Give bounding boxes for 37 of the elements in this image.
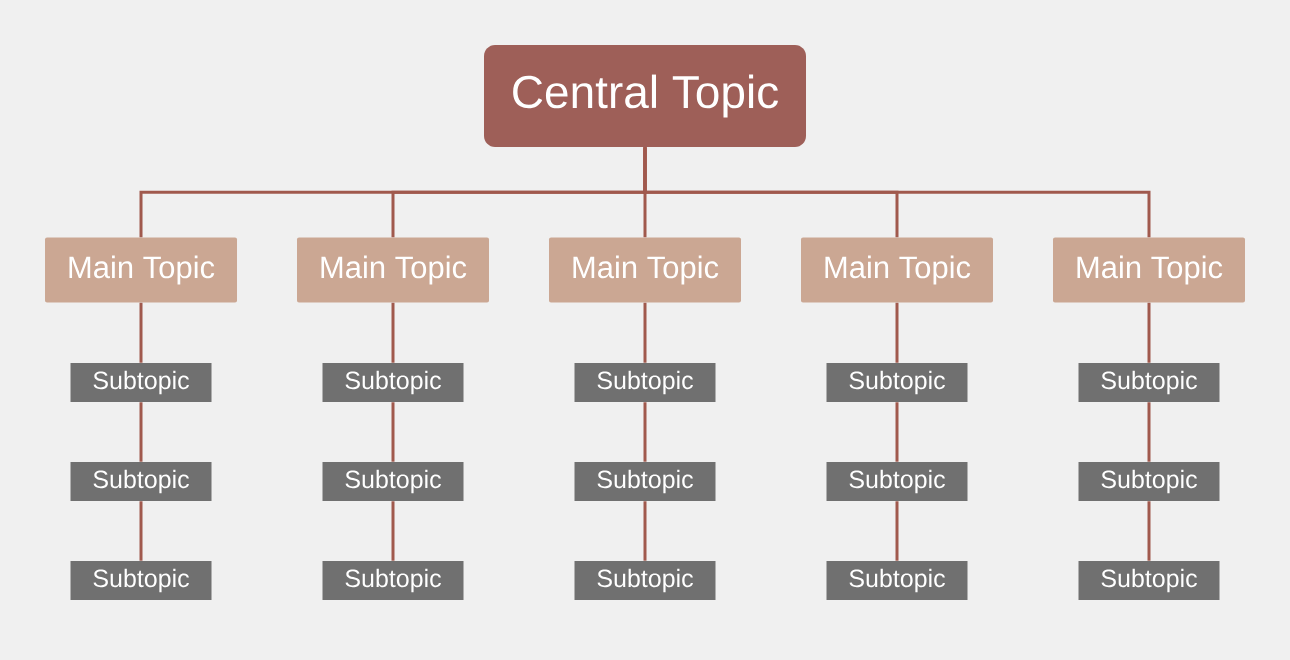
subtopic-box: Subtopic: [1078, 462, 1220, 501]
subtopic-box: Subtopic: [322, 462, 464, 501]
main-topic-box: Main Topic: [801, 237, 993, 303]
subtopic-box: Subtopic: [574, 462, 716, 501]
connector-line: [139, 402, 143, 462]
main-topic-box: Main Topic: [1053, 237, 1245, 303]
subtopic-box: Subtopic: [322, 561, 464, 600]
connector-line: [643, 302, 647, 363]
main-topic-box: Main Topic: [549, 237, 741, 303]
subtopic-box: Subtopic: [70, 363, 212, 402]
subtopic-box: Subtopic: [70, 561, 212, 600]
subtopic-box: Subtopic: [826, 363, 968, 402]
subtopic-box: Subtopic: [574, 363, 716, 402]
connector-line: [895, 402, 899, 462]
connector-line: [1147, 302, 1151, 363]
subtopic-box: Subtopic: [1078, 363, 1220, 402]
subtopic-box: Subtopic: [574, 561, 716, 600]
subtopic-box: Subtopic: [1078, 561, 1220, 600]
connector-line: [895, 501, 899, 561]
connector-line: [139, 501, 143, 561]
connector-line: [643, 501, 647, 561]
connector-line: [391, 501, 395, 561]
connector-line: [139, 302, 143, 363]
main-topic-box: Main Topic: [45, 237, 237, 303]
connector-line: [1147, 402, 1151, 462]
central-topic-box: Central Topic: [484, 45, 806, 147]
subtopic-box: Subtopic: [826, 561, 968, 600]
connector-line: [391, 302, 395, 363]
connector-line: [643, 402, 647, 462]
subtopic-box: Subtopic: [322, 363, 464, 402]
subtopic-box: Subtopic: [826, 462, 968, 501]
connector-line: [391, 402, 395, 462]
subtopic-box: Subtopic: [70, 462, 212, 501]
connector-line: [643, 147, 1151, 238]
connector-line: [1147, 501, 1151, 561]
connector-line: [895, 302, 899, 363]
main-topic-box: Main Topic: [297, 237, 489, 303]
